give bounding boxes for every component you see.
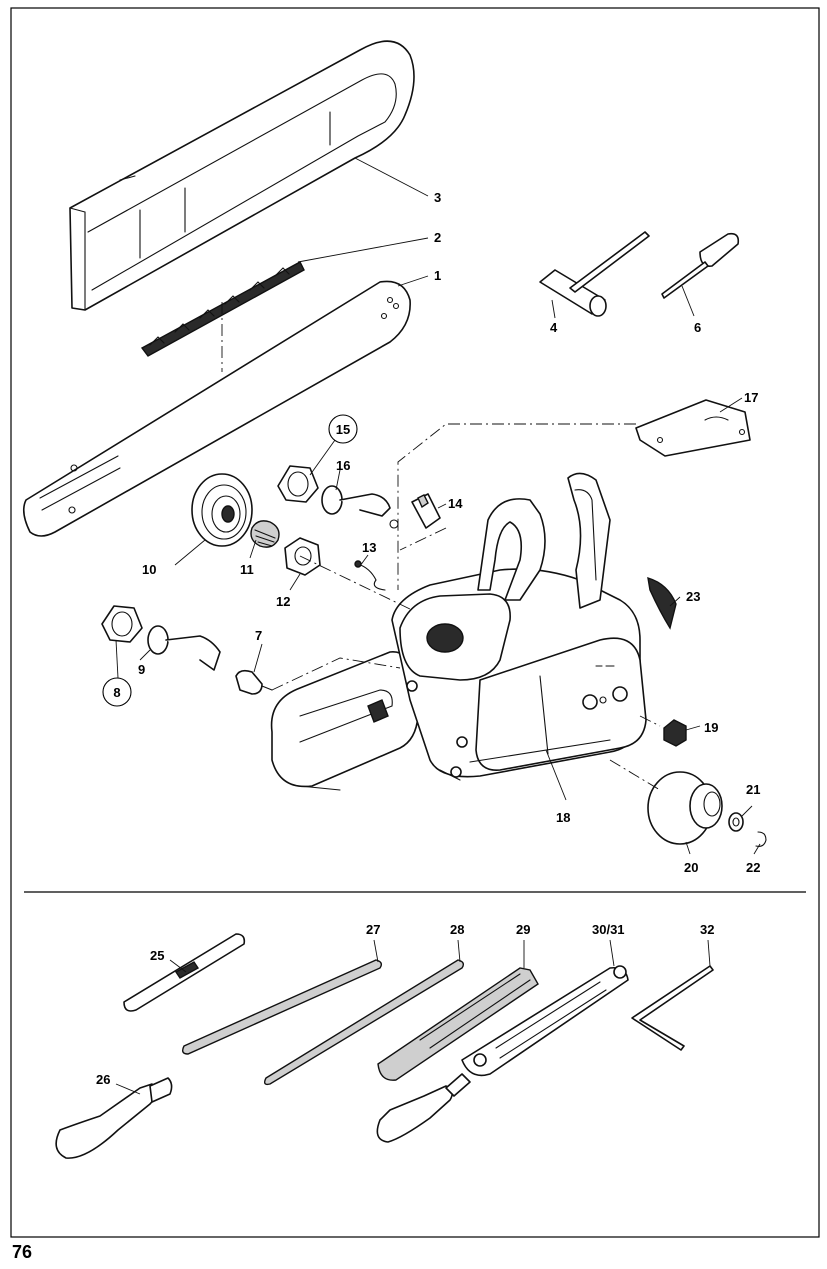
screwdriver-part	[661, 232, 740, 299]
starter-spring-part	[191, 473, 253, 547]
guide-bar-part	[22, 280, 411, 537]
callout-4: 4	[550, 320, 558, 335]
callout-1: 1	[434, 268, 441, 283]
fuel-cap-part	[101, 605, 221, 671]
callout-11: 11	[240, 562, 254, 577]
tool-leaders	[115, 939, 711, 1095]
callout-15: 15	[336, 422, 350, 437]
flat-file-tool	[377, 967, 539, 1081]
callout-ring-15	[328, 414, 358, 444]
callout-27: 27	[366, 922, 380, 937]
clutch-nut-part	[284, 537, 321, 576]
callout-19: 19	[704, 720, 718, 735]
air-filter-cover-part	[635, 399, 751, 457]
fuel-filter-part	[235, 669, 273, 695]
callout-18: 18	[556, 810, 570, 825]
callout-12: 12	[276, 594, 290, 609]
callout-29: 29	[516, 922, 530, 937]
callout-25: 25	[150, 948, 164, 963]
callout-32: 32	[700, 922, 714, 937]
callout-ring-8	[102, 677, 132, 707]
callout-30-31: 30/31	[592, 922, 625, 937]
saw-chain-part	[140, 261, 305, 357]
callout-10: 10	[142, 562, 156, 577]
callout-7: 7	[255, 628, 262, 643]
callout-28: 28	[450, 922, 464, 937]
callout-8: 8	[113, 685, 120, 700]
callout-26: 26	[96, 1072, 110, 1087]
callout-2: 2	[434, 230, 441, 245]
callout-21: 21	[746, 782, 760, 797]
e-clip-part	[755, 831, 767, 847]
depth-gauge-tool	[123, 933, 246, 1012]
file-holder-tool	[376, 965, 629, 1143]
sprocket-part	[647, 771, 723, 845]
callout-22: 22	[746, 860, 760, 875]
chainsaw-body	[270, 472, 647, 791]
callout-6: 6	[694, 320, 701, 335]
clutch-spring-part	[250, 520, 280, 548]
callout-labels: 1 2 3 4 6 7 8 9 10 11 12 13 14 15 16 17 …	[96, 190, 760, 1087]
callout-9: 9	[138, 662, 145, 677]
page-frame	[10, 7, 820, 1238]
chain-cover-part	[69, 40, 415, 311]
callout-leaders	[115, 157, 761, 855]
spring-clip-part	[354, 560, 386, 591]
combination-wrench-part	[539, 231, 650, 317]
round-file-27-tool	[181, 959, 383, 1055]
page-number: 76	[12, 1242, 33, 1262]
washer-part	[728, 812, 744, 832]
callout-16: 16	[336, 458, 350, 473]
oil-cap-part	[277, 465, 399, 529]
callout-14: 14	[448, 496, 463, 511]
callout-23: 23	[686, 589, 700, 604]
callout-13: 13	[362, 540, 376, 555]
file-handle-tool	[55, 1077, 173, 1159]
assembly-lines	[271, 423, 661, 791]
spark-plug-part	[411, 493, 441, 529]
callout-17: 17	[744, 390, 758, 405]
bar-nut-part	[663, 719, 687, 747]
round-file-28-tool	[263, 959, 465, 1086]
bumper-spike-part	[647, 577, 677, 630]
hex-key-tool	[631, 965, 714, 1051]
callout-3: 3	[434, 190, 441, 205]
callout-20: 20	[684, 860, 698, 875]
